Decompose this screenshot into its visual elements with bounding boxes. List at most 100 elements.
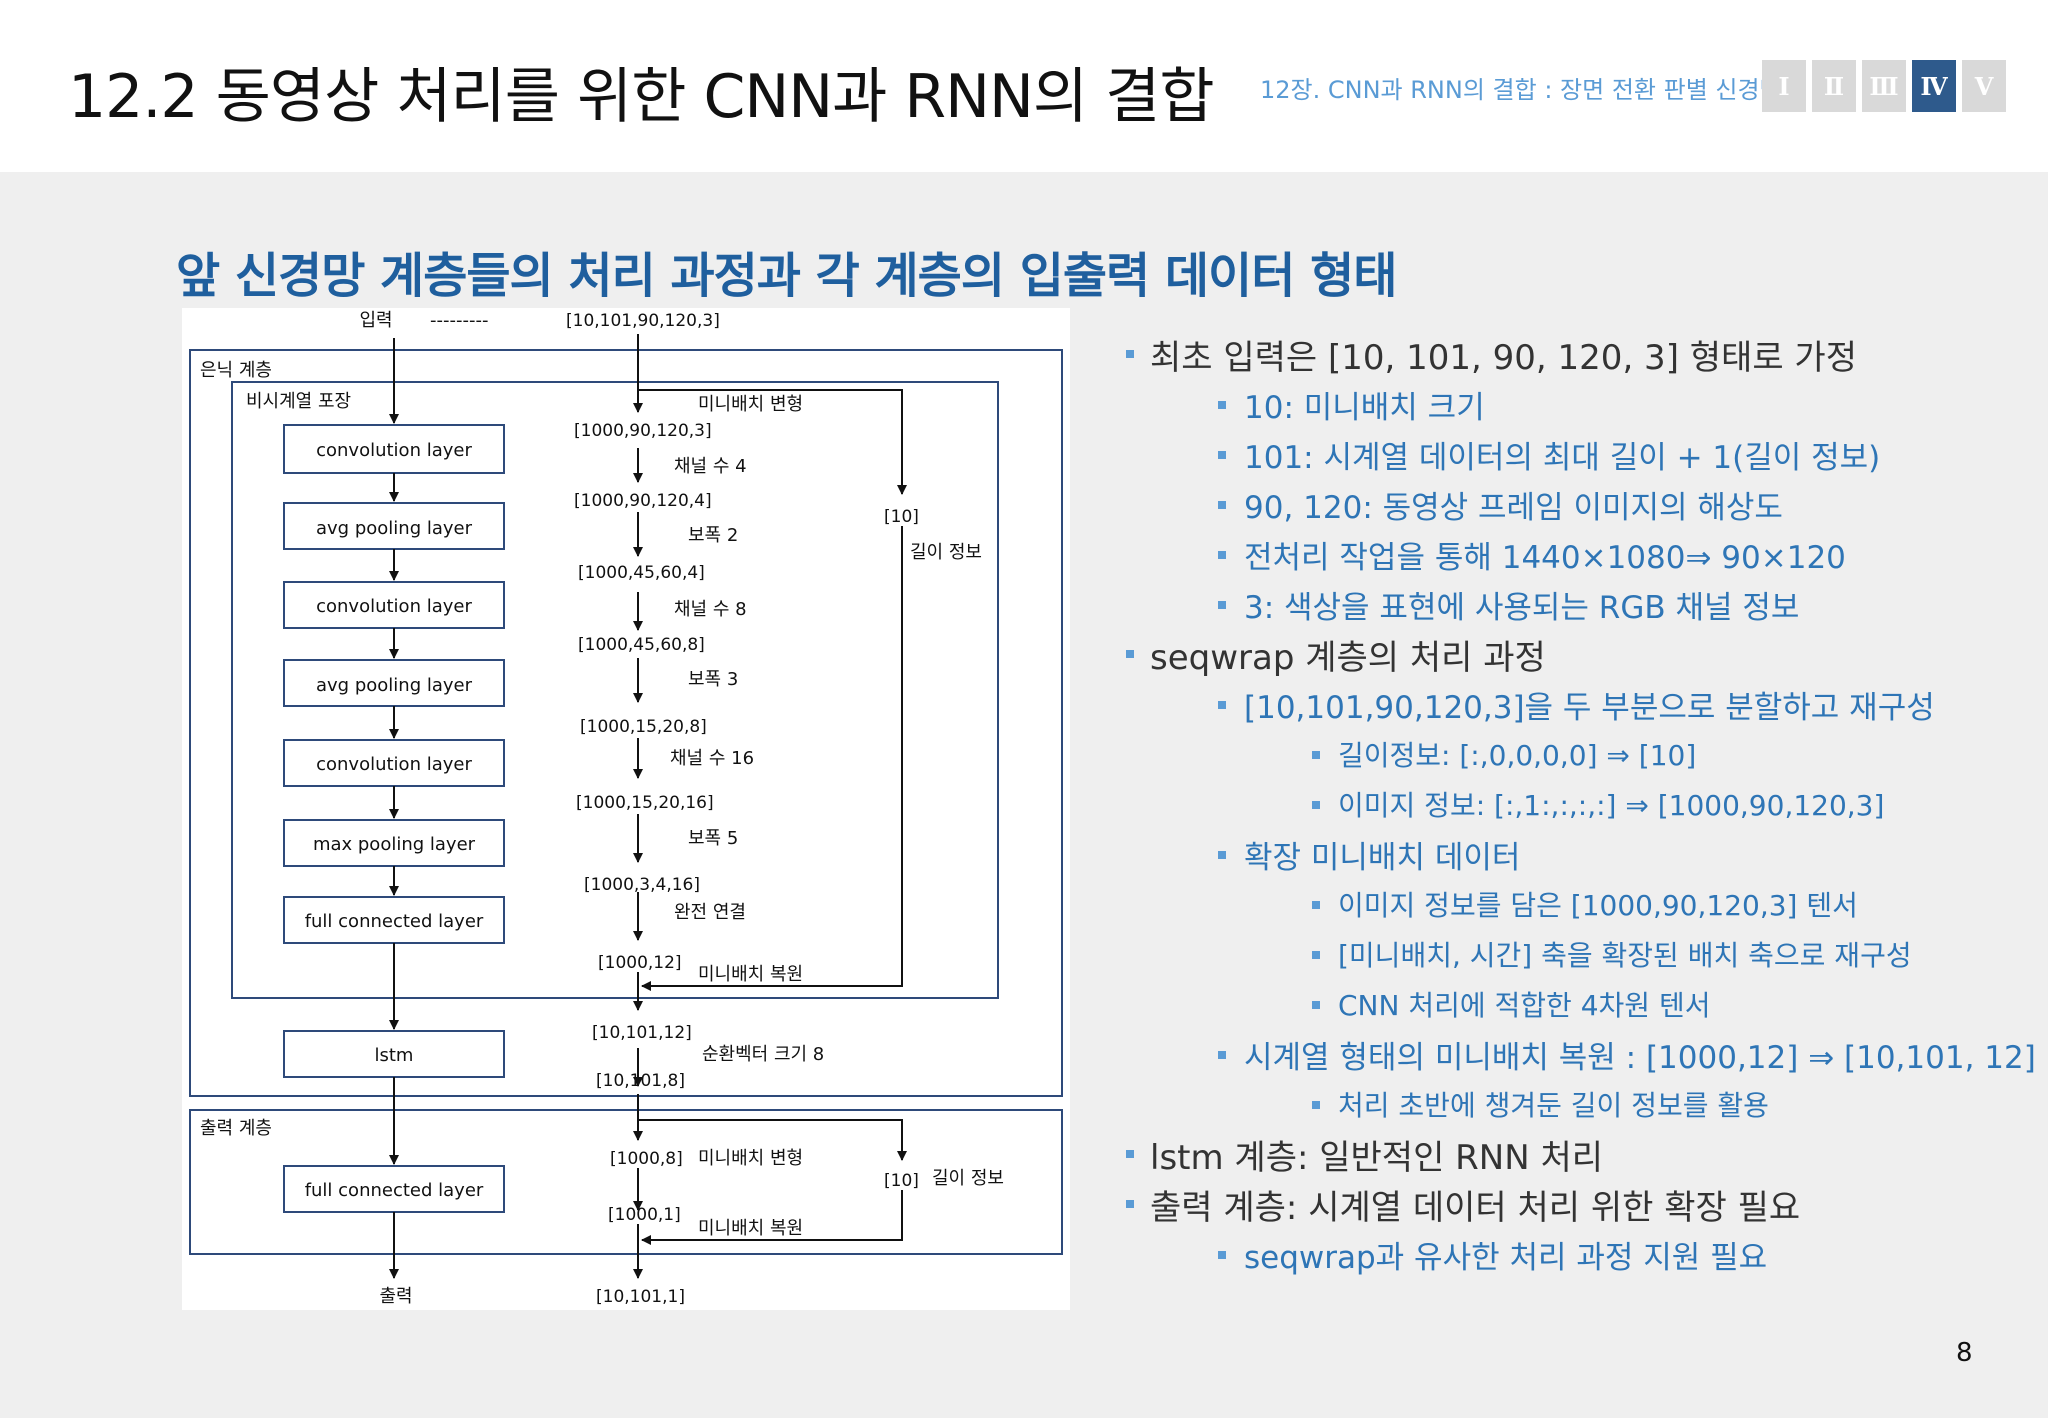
section-nav-item-1[interactable]: Ⅰ (1762, 60, 1806, 112)
shape-label-5: [1000,15,20,8] (580, 717, 707, 737)
bullet-square-icon (1312, 1101, 1320, 1109)
length-info-bypass (638, 389, 907, 1245)
diagram-background (182, 308, 1070, 1310)
bullet-item: 이미지 정보를 담은 [1000,90,120,3] 텐서 (1312, 884, 1858, 924)
note-stride-3: 보폭 3 (688, 669, 738, 690)
slide-header (0, 0, 2048, 172)
shape-label-4: [1000,45,60,8] (578, 635, 705, 655)
bullet-square-icon (1126, 650, 1134, 658)
output-group-label: 출력 계층 (200, 1118, 272, 1139)
shape-label-11: [1000,8] (610, 1149, 683, 1169)
bullet-item: seqwrap 계층의 처리 과정 (1126, 630, 1546, 679)
bullet-item: 시계열 형태의 미니배치 복원 : [1000,12] ⇒ [10,101, 1… (1218, 1032, 2036, 1077)
bullet-item: lstm 계층: 일반적인 RNN 처리 (1126, 1130, 1603, 1179)
note-channels-4: 채널 수 4 (674, 456, 747, 477)
layer-box-conv-1 (283, 424, 505, 474)
nonseq-group-box (231, 381, 999, 999)
bullet-square-icon (1126, 1150, 1134, 1158)
bullet-item: 10: 미니배치 크기 (1218, 382, 1485, 427)
shape-label-13: [10,101,1] (596, 1287, 685, 1307)
section-nav-item-2[interactable]: Ⅱ (1812, 60, 1856, 112)
bullet-square-icon (1218, 1051, 1226, 1059)
layer-label-maxpool: max pooling layer (313, 834, 476, 855)
note-stride-2: 보폭 2 (688, 525, 738, 546)
shape-label-2: [1000,90,120,4] (574, 491, 712, 511)
length-info-hidden: 길이 정보 (910, 542, 982, 563)
layer-box-conv-3 (283, 739, 505, 787)
bullet-square-icon (1312, 951, 1320, 959)
bullet-square-icon (1312, 901, 1320, 909)
reshape-label-hidden: 미니배치 변형 (698, 394, 803, 415)
nonseq-group-label: 비시계열 포장 (246, 391, 351, 412)
input-label: 입력 (359, 310, 392, 331)
bullet-square-icon (1218, 401, 1226, 409)
shape-label-1: [1000,90,120,3] (574, 421, 712, 441)
bullet-item: 확장 미니배치 데이터 (1218, 832, 1520, 877)
note-full-connection: 완전 연결 (674, 902, 746, 923)
layer-label-avgpool-1: avg pooling layer (316, 518, 473, 539)
step-notes: 채널 수 4 보폭 2 채널 수 8 보폭 3 채널 수 16 보폭 5 완전 … (670, 456, 824, 1065)
network-diagram: 은닉 계층 비시계열 포장 출력 계층 입력 --------- [10,101… (182, 308, 1070, 1310)
shape-label-10: [10,101,8] (596, 1071, 685, 1091)
chapter-label: 12장. CNN과 RNN의 결합 : 장면 전환 판별 신경망 (1260, 76, 1782, 104)
layer-box-maxpool (283, 819, 505, 867)
section-nav: Ⅰ Ⅱ Ⅲ Ⅳ Ⅴ (1762, 60, 2006, 112)
bullet-square-icon (1218, 601, 1226, 609)
bullet-item: seqwrap과 유사한 처리 과정 지원 필요 (1218, 1232, 1767, 1277)
section-nav-item-3[interactable]: Ⅲ (1862, 60, 1906, 112)
layer-box-fc-2 (283, 1165, 505, 1213)
bullet-item: 길이정보: [:,0,0,0,0] ⇒ [10] (1312, 734, 1696, 774)
bullet-square-icon (1312, 801, 1320, 809)
shape-label-7: [1000,3,4,16] (584, 875, 700, 895)
layer-label-fc-2: full connected layer (305, 1180, 484, 1201)
length-shape-hidden: [10] (884, 507, 919, 527)
bullet-item: CNN 처리에 적합한 4차원 텐서 (1312, 984, 1710, 1024)
bullet-square-icon (1126, 1200, 1134, 1208)
note-channels-8: 채널 수 8 (674, 599, 747, 620)
bullet-item: 90, 120: 동영상 프레임 이미지의 해상도 (1218, 482, 1783, 527)
note-channels-16: 채널 수 16 (670, 748, 754, 769)
bullet-square-icon (1312, 1001, 1320, 1009)
shape-label-6: [1000,15,20,16] (576, 793, 714, 813)
layer-label-avgpool-2: avg pooling layer (316, 675, 473, 696)
layer-box-fc-1 (283, 896, 505, 944)
layer-label-conv-3: convolution layer (316, 754, 472, 775)
bullet-item: 3: 색상을 표현에 사용되는 RGB 채널 정보 (1218, 582, 1799, 627)
hidden-group-box (189, 349, 1063, 1097)
section-nav-item-5[interactable]: Ⅴ (1962, 60, 2006, 112)
output-label: 출력 (379, 1286, 412, 1307)
bullet-item: 최초 입력은 [10, 101, 90, 120, 3] 형태로 가정 (1126, 330, 1857, 379)
length-shape-output: [10] (884, 1171, 919, 1191)
bullet-item: 이미지 정보: [:,1:,:,:,:] ⇒ [1000,90,120,3] (1312, 784, 1884, 824)
shape-label-9: [10,101,12] (592, 1023, 692, 1043)
bullet-square-icon (1218, 1251, 1226, 1259)
shape-labels: [1000,90,120,3] [1000,90,120,4] [1000,45… (574, 421, 714, 1307)
bullet-square-icon (1218, 851, 1226, 859)
reshape-label-output: 미니배치 변형 (698, 1148, 803, 1169)
hidden-group-label: 은닉 계층 (200, 360, 272, 381)
bullet-square-icon (1218, 701, 1226, 709)
restore-label-output: 미니배치 복원 (698, 1218, 803, 1239)
note-stride-5: 보폭 5 (688, 828, 738, 849)
length-info-output: 길이 정보 (932, 1168, 1004, 1189)
layer-label-fc-1: full connected layer (305, 911, 484, 932)
output-group-box (189, 1109, 1063, 1255)
restore-label-hidden: 미니배치 복원 (698, 964, 803, 985)
layer-box-avgpool-2 (283, 659, 505, 707)
layer-label-lstm: lstm (375, 1045, 414, 1066)
bullet-item: 101: 시계열 데이터의 최대 길이 + 1(길이 정보) (1218, 432, 1880, 477)
bullet-square-icon (1218, 451, 1226, 459)
shape-label-3: [1000,45,60,4] (578, 563, 705, 583)
bullet-item: 출력 계층: 시계열 데이터 처리 위한 확장 필요 (1126, 1180, 1800, 1229)
page-number: 8 (1956, 1338, 1973, 1368)
bypass-labels: 미니배치 변형 미니배치 복원 [10] 길이 정보 미니배치 변형 미니배치 … (698, 394, 1004, 1239)
bullet-square-icon (1218, 501, 1226, 509)
bullet-item: 처리 초반에 챙겨둔 길이 정보를 활용 (1312, 1084, 1769, 1124)
layer-boxes: convolution layer avg pooling layer conv… (283, 424, 505, 1213)
shape-label-12: [1000,1] (608, 1205, 681, 1225)
shape-label-8: [1000,12] (598, 953, 682, 973)
bullet-square-icon (1218, 551, 1226, 559)
section-nav-item-4[interactable]: Ⅳ (1912, 60, 1956, 112)
bullet-item: [미니배치, 시간] 축을 확장된 배치 축으로 재구성 (1312, 934, 1912, 974)
section-heading: 앞 신경망 계층들의 처리 과정과 각 계층의 입출력 데이터 형태 (176, 248, 1397, 304)
